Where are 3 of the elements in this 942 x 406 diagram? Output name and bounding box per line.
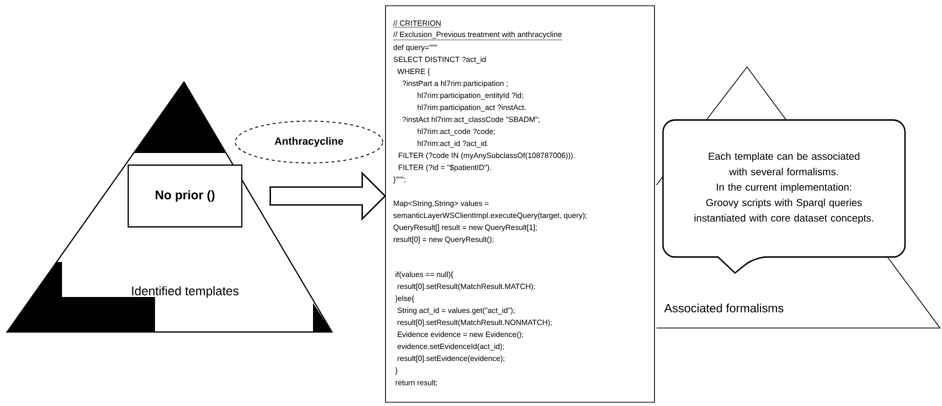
template-box: No prior () (128, 164, 242, 228)
callout: Each template can be associated with several formalisms. In the current implementation: Groovy scripts with Sparql queries instantiated with core dataset concepts. (662, 119, 906, 274)
block-arrow (270, 171, 386, 221)
